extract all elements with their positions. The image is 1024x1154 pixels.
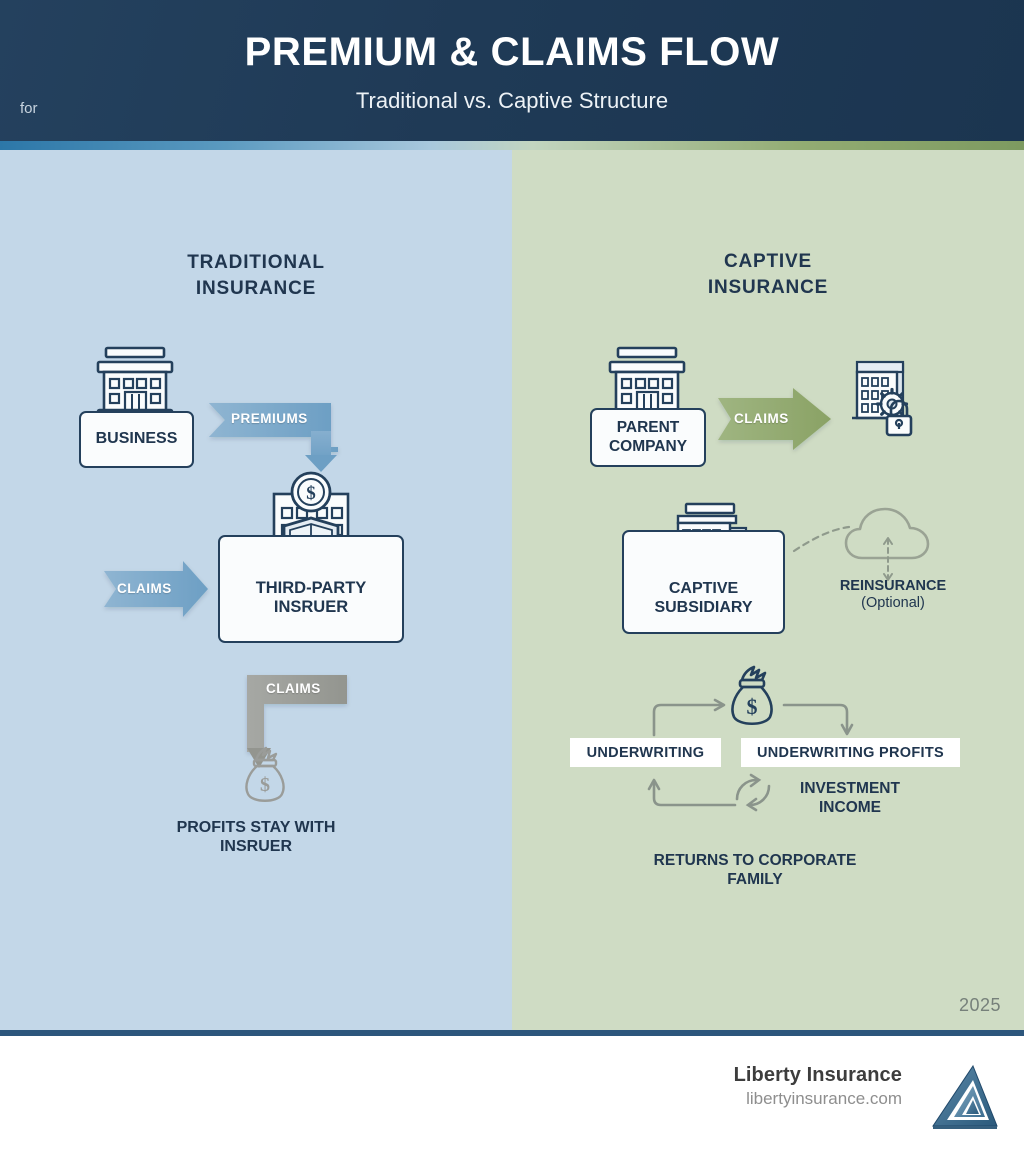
captive-node-line1: CAPTIVE — [668, 580, 739, 597]
returns-to-family-label: RETURNS TO CORPORATE FAMILY — [590, 852, 920, 889]
captive-subsidiary-node-box[interactable]: CAPTIVE SUBSIDIARY — [622, 530, 785, 634]
insurer-node-line2: INSRUER — [273, 598, 349, 617]
footer-company-name: Liberty Insurance — [733, 1064, 902, 1086]
claims-profits-arrow-label: CLAIMS — [266, 681, 321, 696]
claims-inbound-arrow-label: CLAIMS — [117, 581, 172, 596]
insurer-node-line1: THIRD-PARTY — [255, 579, 367, 597]
year-stamp: 2025 — [958, 995, 1001, 1015]
traditional-heading-line1: TRADITIONAL — [187, 252, 325, 273]
page-subtitle: Traditional vs. Captive Structure — [355, 88, 669, 113]
profits-stay-label: PROFITS STAY WITH INSRUER — [106, 818, 406, 856]
third-party-insurer-node-box[interactable]: THIRD-PARTY INSRUER — [218, 535, 404, 643]
footer-bar: Liberty Insurance libertyinsurance.com — [0, 1036, 1024, 1154]
header-bar: PREMIUM & CLAIMS FLOW Traditional vs. Ca… — [0, 0, 1024, 141]
footer-website[interactable]: libertyinsurance.com — [746, 1089, 902, 1108]
captive-heading-line1: CAPTIVE — [724, 251, 812, 272]
reinsurance-line1: REINSURANCE — [839, 578, 947, 594]
reinsurance-line2: (Optional) — [861, 595, 925, 612]
for-label: for — [20, 100, 38, 117]
traditional-panel-heading: TRADITIONAL INSURANCE — [0, 250, 512, 302]
footer-top-rule — [0, 1030, 1024, 1036]
parent-node-line1: PARENT — [616, 419, 680, 437]
profits-stay-line2: INSRUER — [219, 838, 292, 856]
investment-income-label: INVESTMENT INCOME — [770, 780, 930, 817]
captive-node-line2: SUBSIDIARY — [654, 598, 753, 616]
business-node-label: BUSINESS — [95, 430, 178, 448]
underwriting-chip[interactable]: UNDERWRITING — [570, 738, 721, 767]
header-divider-gradient — [0, 141, 1024, 150]
underwriting-profits-chip-label: UNDERWRITING PROFITS — [757, 744, 944, 761]
page-title: PREMIUM & CLAIMS FLOW — [244, 30, 780, 74]
parent-company-node-box[interactable]: PARENT COMPANY — [590, 408, 706, 467]
returns-line2: FAMILY — [727, 870, 783, 888]
liberty-triangle-logo — [932, 1064, 998, 1129]
profits-stay-line1: PROFITS STAY WITH — [176, 819, 336, 836]
parent-node-line2: COMPANY — [608, 437, 688, 455]
underwriting-chip-label: UNDERWRITING — [586, 744, 705, 761]
captive-heading-line2: INSURANCE — [707, 277, 829, 298]
captive-panel-heading: CAPTIVE INSURANCE — [512, 249, 1024, 301]
investment-income-line2: INCOME — [819, 798, 881, 816]
returns-line1: RETURNS TO CORPORATE — [653, 852, 857, 869]
premiums-arrow-label: PREMIUMS — [231, 411, 308, 426]
traditional-heading-line2: INSURANCE — [195, 278, 317, 299]
claims-outbound-arrow-label: CLAIMS — [734, 411, 789, 426]
investment-income-line1: INVESTMENT — [800, 780, 900, 797]
business-node-box[interactable]: BUSINESS — [79, 411, 194, 468]
underwriting-profits-chip[interactable]: UNDERWRITING PROFITS — [741, 738, 960, 767]
footer-brand-block: Liberty Insurance libertyinsurance.com — [734, 1064, 902, 1109]
reinsurance-label: REINSURANCE (Optional) — [808, 578, 978, 613]
